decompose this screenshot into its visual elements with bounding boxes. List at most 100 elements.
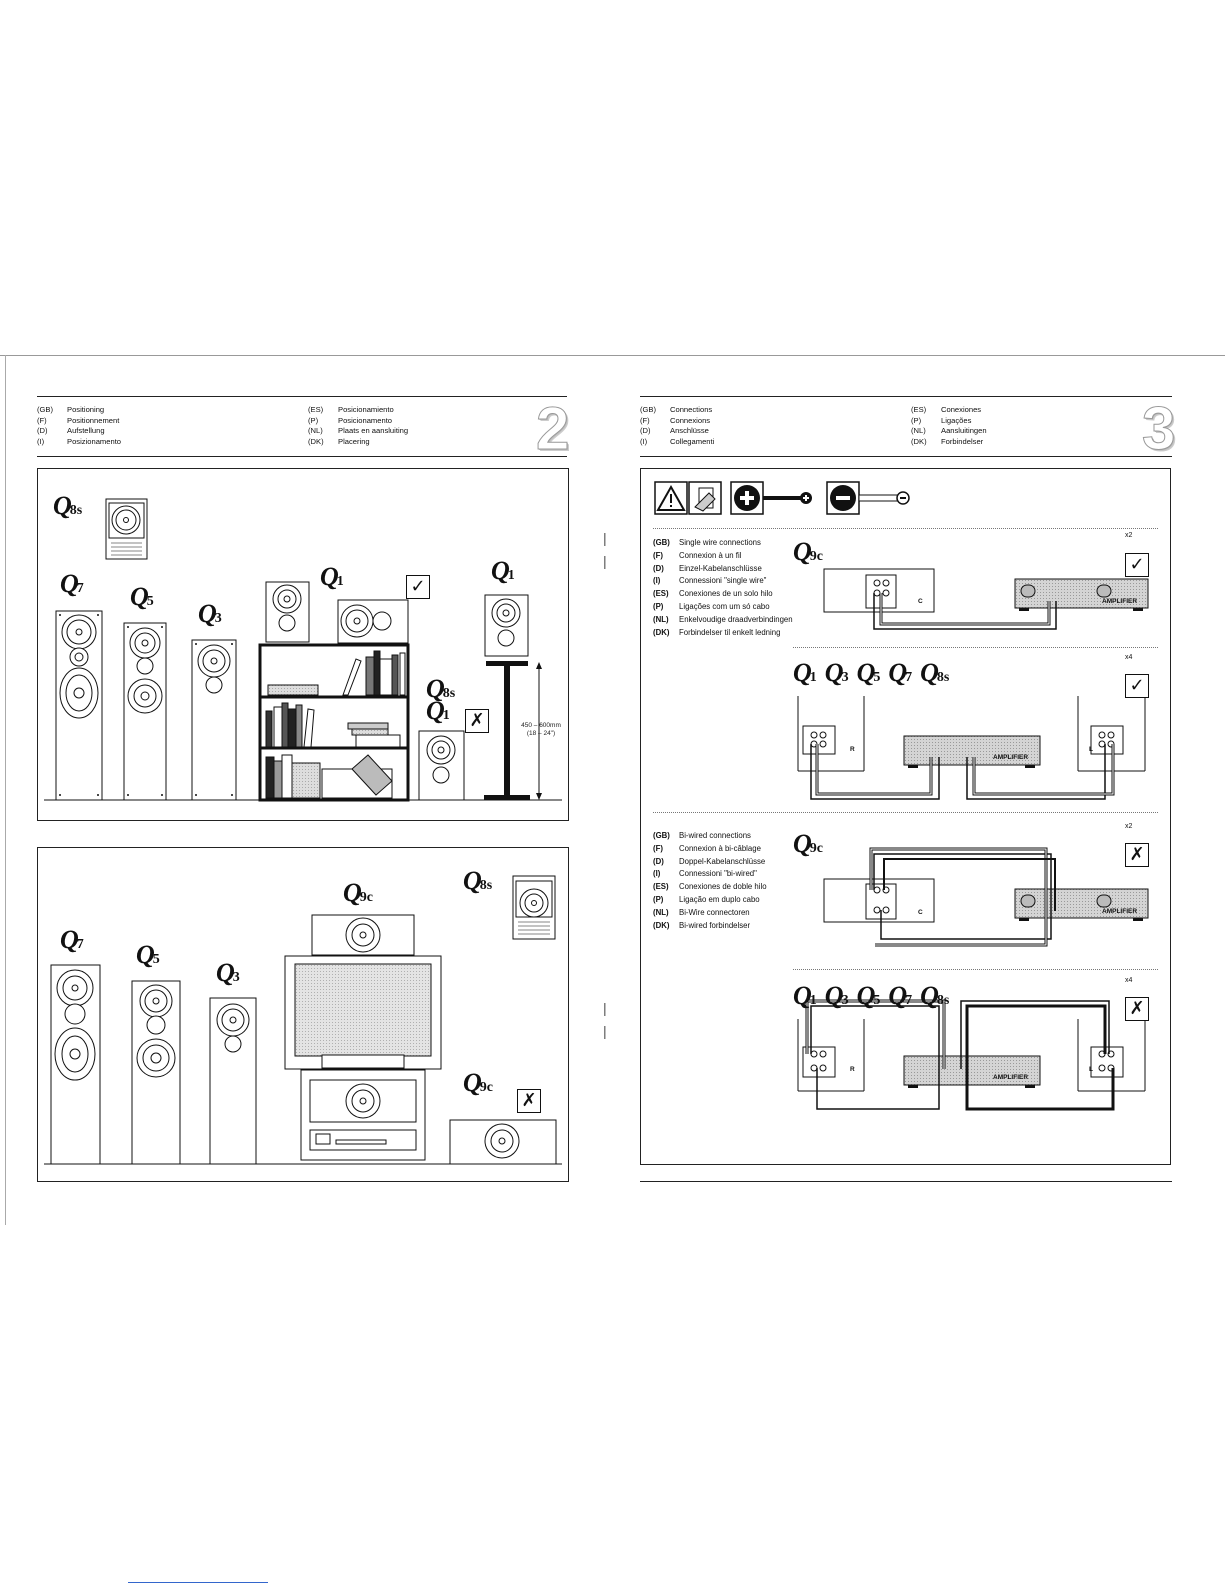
height-in: (18 – 24"): [526, 730, 556, 737]
model-number: 5: [873, 670, 881, 685]
model-number: 3: [841, 670, 849, 685]
title-text: Positionnement: [67, 415, 120, 425]
section-divider: [653, 528, 1158, 529]
channel-l-label: L: [1089, 1066, 1093, 1073]
lang-code: (GB): [37, 405, 54, 414]
wiring-diagrams: [797, 568, 1149, 1111]
channel-l-label: L: [1089, 746, 1093, 753]
diagram-bi-q9c: [823, 847, 1149, 947]
approved-check-icon: ✓: [1125, 553, 1149, 577]
amplifier-label: AMPLIFIER: [1102, 908, 1138, 915]
section-divider: [793, 969, 1158, 970]
q1-speaker-shelf-sideways: [337, 599, 409, 644]
q8s-logo-floor: Q8s: [426, 674, 456, 703]
channel-r-label: R: [850, 1066, 855, 1073]
q9c-logo-single: Q9c: [793, 537, 823, 566]
model-number: 1: [442, 708, 450, 723]
binding-mark: |: [603, 1023, 607, 1039]
lang-code: (F): [37, 415, 47, 425]
models-row-single: Q1 Q3 Q5 Q7 Q8s: [793, 658, 950, 687]
power-off-icon: [688, 481, 722, 515]
channel-c-label: C: [918, 909, 923, 916]
approved-check-icon: ✓: [1125, 674, 1149, 698]
lang-code: (ES): [653, 882, 669, 892]
lang-code: (GB): [640, 405, 657, 414]
page-top-edge: [0, 355, 1225, 356]
legend-text: Conexiones de doble hilo: [679, 882, 767, 892]
cable-count-x4: x4: [1125, 977, 1133, 984]
lang-code: (ES): [911, 405, 927, 414]
lang-code: (I): [653, 869, 661, 879]
q3-logo: Q3: [198, 599, 222, 628]
model-number: 3: [232, 970, 240, 985]
right-header-bottom-rule: [640, 456, 1172, 457]
q9c-speaker-floor: [449, 1119, 557, 1165]
lang-code: (NL): [911, 426, 926, 436]
legend-text: Connessioni "single wire": [679, 576, 767, 586]
q8s-speaker-theatre: [512, 875, 556, 940]
legend-text: Enkelvoudige draadverbindingen: [679, 614, 793, 624]
amplifier-label: AMPLIFIER: [1102, 598, 1138, 605]
lang-code: (D): [37, 426, 48, 436]
title-text: Connexions: [670, 415, 711, 425]
legend-text: Einzel-Kabelanschlüsse: [679, 563, 762, 573]
model-number: 1: [809, 670, 817, 685]
single-wire-legend: (GB)Single wire connections (F)Connexion…: [653, 537, 793, 639]
stand-height-label: 450 – 600mm(18 – 24"): [518, 722, 564, 738]
title-text: Positioning: [67, 405, 105, 414]
underline-link[interactable]: [128, 1582, 268, 1583]
lang-code: (NL): [308, 426, 323, 436]
connections-panel: (GB)Single wire connections (F)Connexion…: [640, 468, 1171, 1165]
lang-code: (DK): [653, 627, 670, 637]
lang-code: (ES): [308, 405, 324, 414]
page-number-3: 3: [1141, 395, 1176, 462]
lang-code: (F): [653, 843, 663, 853]
q8s-logo-theatre: Q8s: [463, 866, 493, 895]
rejected-cross-icon: ✗: [465, 709, 489, 733]
lang-code: (D): [653, 563, 664, 573]
cable-count-x2: x2: [1125, 532, 1133, 539]
title-text: Aansluitingen: [941, 426, 987, 436]
title-text: Plaats en aansluiting: [338, 426, 409, 436]
model-number: 8s: [69, 503, 83, 518]
height-mm: 450 – 600mm: [521, 722, 561, 729]
q9c-logo-bi: Q9c: [793, 829, 823, 858]
model-number: 8s: [442, 686, 456, 701]
q1-logo: Q1: [320, 562, 344, 591]
right-title-block-right: (ES)Conexiones (P)Ligações (NL)Aansluiti…: [911, 405, 987, 447]
lang-code: (D): [640, 426, 651, 436]
model-number: 9c: [809, 549, 823, 564]
rejected-cross-icon: ✗: [517, 1089, 541, 1113]
lang-code: (P): [653, 601, 664, 611]
title-text: Forbindelser: [941, 436, 984, 446]
model-number: 1: [336, 574, 344, 589]
binding-mark: |: [603, 1000, 607, 1016]
bookshelf: [258, 643, 410, 802]
model-number: 8s: [936, 670, 950, 685]
lang-code: (I): [37, 436, 45, 446]
lang-code: (P): [308, 415, 319, 425]
q3-logo-theatre: Q3: [216, 958, 240, 987]
model-number: 5: [152, 952, 160, 967]
model-number: 3: [841, 993, 849, 1008]
title-text: Anschlüsse: [670, 426, 709, 436]
legend-text: Single wire connections: [679, 538, 761, 547]
lang-code: (F): [653, 550, 663, 560]
q8s-logo: Q8s: [53, 491, 83, 520]
lang-code: (F): [640, 415, 650, 425]
model-number: 1: [809, 993, 817, 1008]
q9c-speaker-on-tv: [311, 914, 415, 956]
title-text: Connections: [670, 405, 713, 414]
lang-code: (I): [653, 576, 661, 586]
lang-code: (DK): [653, 920, 670, 930]
rejected-cross-icon: ✗: [1125, 843, 1149, 867]
lang-code: (DK): [308, 436, 324, 446]
amplifier-label: AMPLIFIER: [993, 754, 1029, 761]
lang-code: (P): [911, 415, 922, 425]
q5-speaker: [123, 622, 167, 801]
title-text: Posicionamiento: [338, 405, 394, 414]
legend-text: Connexion à un fil: [679, 550, 742, 560]
models-row-bi: Q1 Q3 Q5 Q7 Q8s: [793, 981, 950, 1010]
model-number: 5: [146, 594, 154, 609]
left-header-bottom-rule: [37, 456, 567, 457]
